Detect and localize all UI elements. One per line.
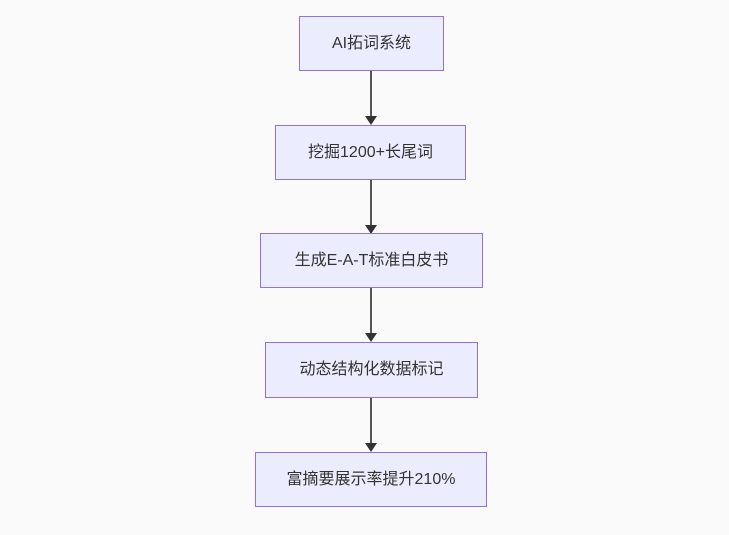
flowchart-node-longtail-mining: 挖掘1200+长尾词	[275, 125, 466, 180]
flowchart-node-structured-data: 动态结构化数据标记	[265, 342, 478, 398]
flow-arrow-3	[365, 288, 377, 342]
flow-arrow-2	[365, 180, 377, 234]
node-label: 挖掘1200+长尾词	[308, 143, 433, 161]
flowchart-node-ai-system: AI拓词系统	[299, 16, 444, 71]
node-label: 富摘要展示率提升210%	[286, 470, 456, 488]
arrow-line	[370, 71, 372, 116]
node-label: 动态结构化数据标记	[299, 361, 444, 378]
flowchart-node-rich-snippet-result: 富摘要展示率提升210%	[255, 452, 487, 507]
arrow-line	[370, 180, 372, 225]
node-label: AI拓词系统	[331, 34, 412, 52]
flow-arrow-1	[365, 71, 377, 125]
arrowhead-down-icon	[365, 443, 377, 452]
node-label: 生成E-A-T标准白皮书	[294, 251, 449, 269]
flowchart-node-eat-whitepaper: 生成E-A-T标准白皮书	[260, 233, 483, 288]
arrowhead-down-icon	[365, 333, 377, 342]
arrow-line	[370, 288, 372, 333]
arrow-line	[370, 398, 372, 443]
arrowhead-down-icon	[365, 116, 377, 125]
arrowhead-down-icon	[365, 225, 377, 234]
flow-arrow-4	[365, 398, 377, 452]
